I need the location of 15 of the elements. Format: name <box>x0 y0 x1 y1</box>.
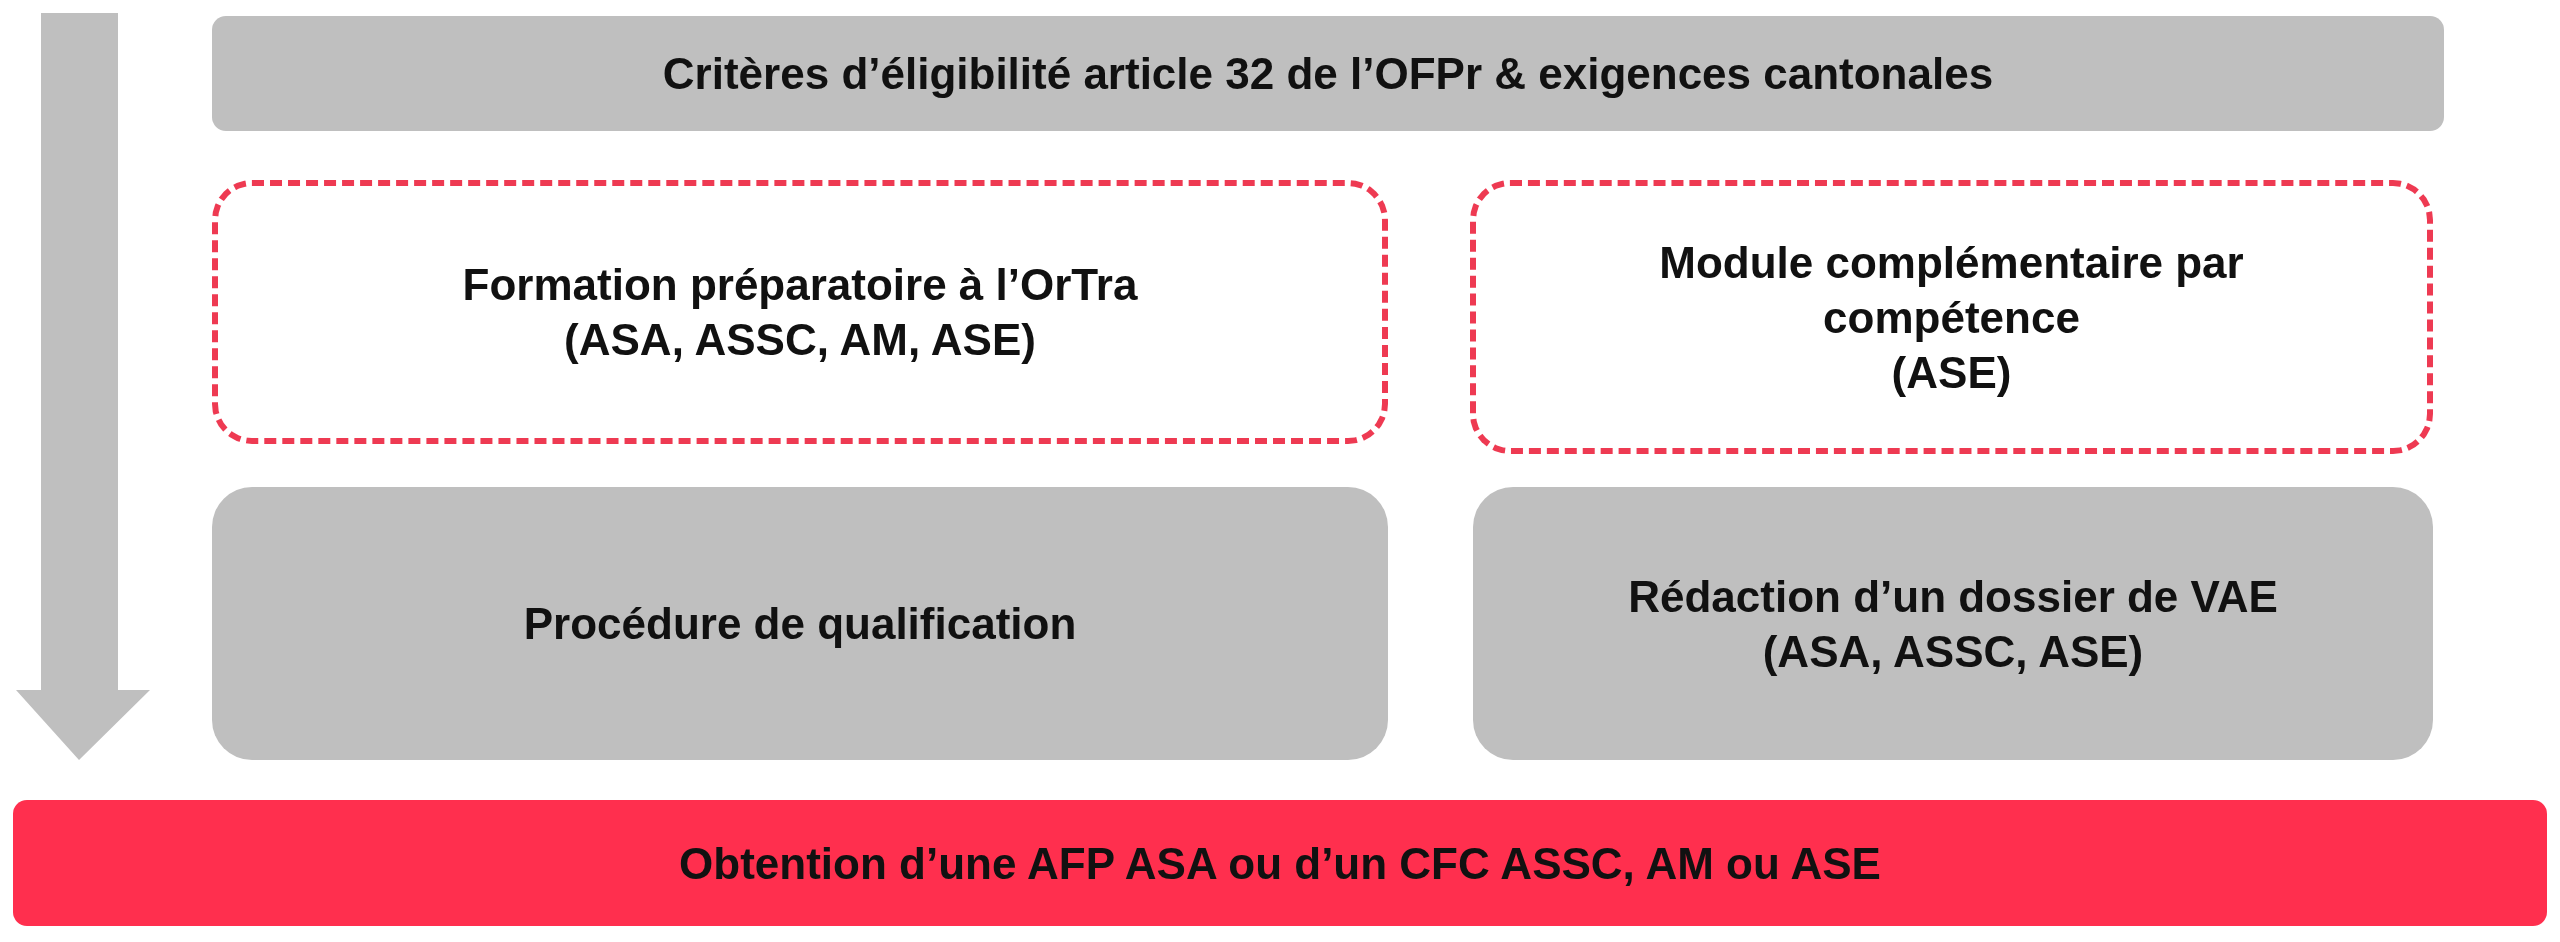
result-bar <box>13 800 2547 926</box>
process-box <box>212 487 1388 760</box>
criteria-bar <box>212 16 2444 131</box>
process-box <box>1473 487 2433 760</box>
box-title: Procédure de qualification <box>522 598 1078 650</box>
training-box <box>212 180 1388 444</box>
box-title: Module complémentaire par compétence <box>1658 236 2245 344</box>
training-box <box>1470 180 2433 454</box>
box-subtitle: (ASE) <box>1890 346 2013 399</box>
box-title: Formation préparatoire à l’OrTra <box>461 259 1139 311</box>
box-title: Obtention d’une AFP ASA ou d’un CFC ASSC, AM ou ASE <box>678 837 1882 890</box>
box-subtitle: (ASA, ASSC, ASE) <box>1761 625 2145 678</box>
box-title: Rédaction d’un dossier de VAE <box>1627 570 2279 623</box>
box-title: Critères d’éligibilité article 32 de l’OFPr & exigences cantonales <box>661 48 1995 100</box>
box-subtitle: (ASA, ASSC, AM, ASE) <box>563 314 1037 366</box>
